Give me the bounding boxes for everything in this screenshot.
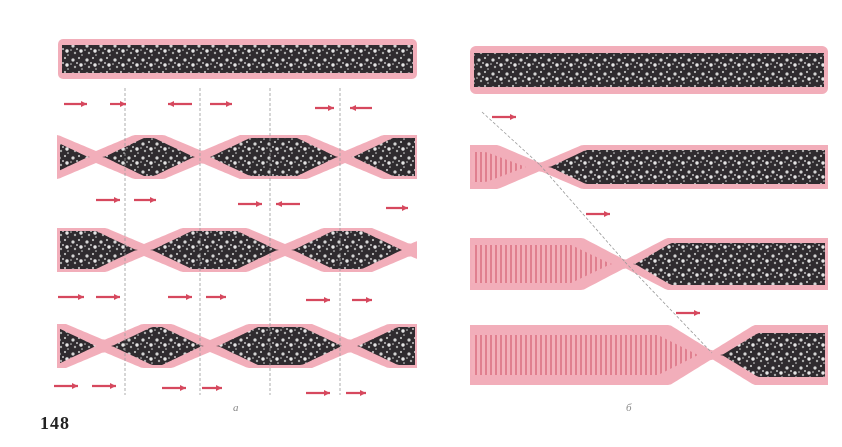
arrow [134, 197, 156, 203]
panel-b-label: б [626, 402, 632, 414]
arrow [346, 390, 366, 396]
panel-a-segmented-fibres [54, 39, 417, 396]
arrow [306, 297, 330, 303]
arrow [306, 390, 330, 396]
arrow [676, 310, 700, 316]
arrow [96, 294, 120, 300]
arrow [206, 294, 226, 300]
arrow [96, 197, 120, 203]
arrow [238, 201, 262, 207]
arrow [492, 114, 516, 120]
fibre-constricting-3 [470, 238, 828, 290]
arrow [54, 383, 78, 389]
granular-region [633, 243, 825, 285]
arrow [92, 383, 116, 389]
arrow [276, 201, 300, 207]
fibre-uniform [470, 46, 828, 94]
arrow [110, 101, 126, 107]
arrow [386, 205, 408, 211]
striated-region [472, 335, 700, 375]
figure-number: 148 [40, 413, 70, 434]
arrow [210, 101, 232, 107]
arrow [168, 101, 192, 107]
arrow [58, 294, 84, 300]
arrow [352, 297, 372, 303]
fibre-segmented-4 [57, 324, 417, 368]
arrow [315, 105, 334, 111]
fibre-segmented-2 [57, 135, 417, 179]
arrow [586, 211, 610, 217]
granular-core [474, 53, 824, 87]
arrow [350, 105, 372, 111]
granular-core [62, 45, 413, 73]
arrow [168, 294, 192, 300]
fibre-constricting-2 [470, 145, 828, 189]
panel-b-advancing-constriction [470, 46, 828, 385]
arrow [64, 101, 87, 107]
granular-region [548, 150, 825, 184]
arrow [202, 385, 222, 391]
fibre-segmented-3 [57, 228, 417, 272]
fibre-uniform [58, 39, 417, 79]
fibre-constricting-4 [470, 325, 828, 385]
arrow [162, 385, 186, 391]
panel-a-label: а [233, 402, 239, 414]
